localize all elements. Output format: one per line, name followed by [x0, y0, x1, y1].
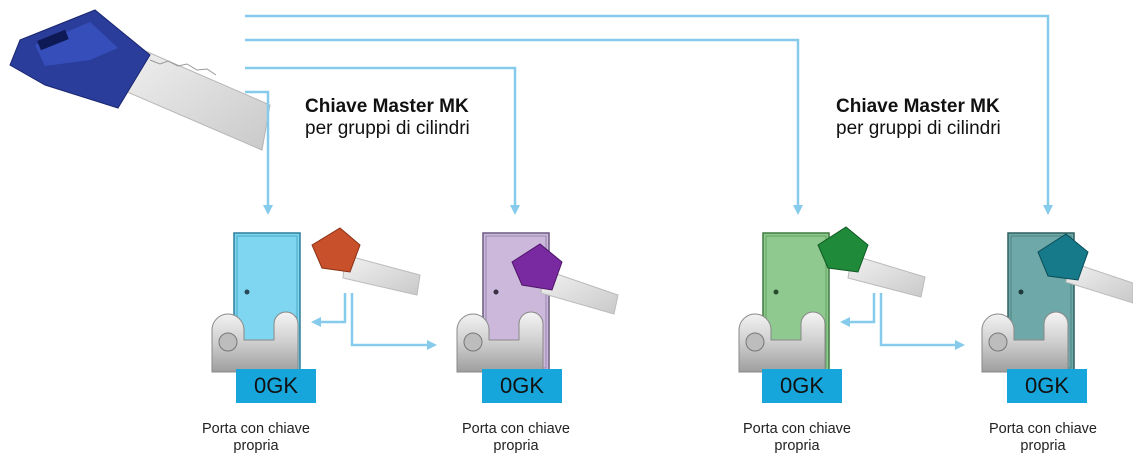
group-title-2: Chiave Master MK per gruppi di cilindri	[836, 96, 1001, 140]
cylinder-code-badge: 0GK	[1007, 369, 1087, 403]
cylinder-code-badge: 0GK	[236, 369, 316, 403]
master-arrows	[245, 14, 1053, 215]
group-subtitle-label: per gruppi di cilindri	[836, 118, 1001, 139]
key-icon	[817, 226, 926, 298]
caption-line: Porta con chiave	[988, 421, 1097, 437]
lock-cylinder-icon	[738, 311, 826, 373]
arrow-to-door-2	[245, 66, 520, 215]
arrow-key3-to-door3	[840, 293, 876, 327]
lock-cylinder-icon	[456, 311, 544, 373]
key-icon	[311, 227, 421, 296]
door-caption: Porta con chiave propria	[186, 421, 326, 455]
caption-line: Porta con chiave	[742, 421, 851, 437]
arrow-key1-to-door2	[350, 293, 437, 350]
key-icon	[1037, 233, 1133, 304]
key-icon	[511, 243, 619, 315]
arrow-to-door-1	[245, 90, 273, 215]
caption-line: propria	[233, 438, 279, 454]
local-arrows	[311, 293, 965, 350]
caption-line: Porta con chiave	[201, 421, 310, 437]
caption-line: Porta con chiave	[461, 421, 570, 437]
group-title-label: Chiave Master MK	[836, 96, 1000, 117]
lock-cylinder-icon	[981, 311, 1069, 373]
arrow-to-door-3	[245, 38, 803, 215]
arrow-key3-to-door4	[879, 293, 965, 350]
cylinder-code-badge: 0GK	[762, 369, 842, 403]
group-subtitle-label: per gruppi di cilindri	[305, 118, 470, 139]
group-title-1: Chiave Master MK per gruppi di cilindri	[305, 96, 470, 140]
arrow-to-door-4	[245, 14, 1053, 215]
group-title-label: Chiave Master MK	[305, 96, 469, 117]
caption-line: propria	[774, 438, 820, 454]
lock-cylinder-icon	[211, 311, 299, 373]
caption-line: propria	[1020, 438, 1066, 454]
door-caption: Porta con chiave propria	[446, 421, 586, 455]
door-caption: Porta con chiave propria	[727, 421, 867, 455]
master-key-icon	[9, 9, 271, 151]
cylinder-code-badge: 0GK	[482, 369, 562, 403]
door-caption: Porta con chiave propria	[973, 421, 1113, 455]
arrow-key1-to-door1	[311, 293, 347, 327]
caption-line: propria	[493, 438, 539, 454]
